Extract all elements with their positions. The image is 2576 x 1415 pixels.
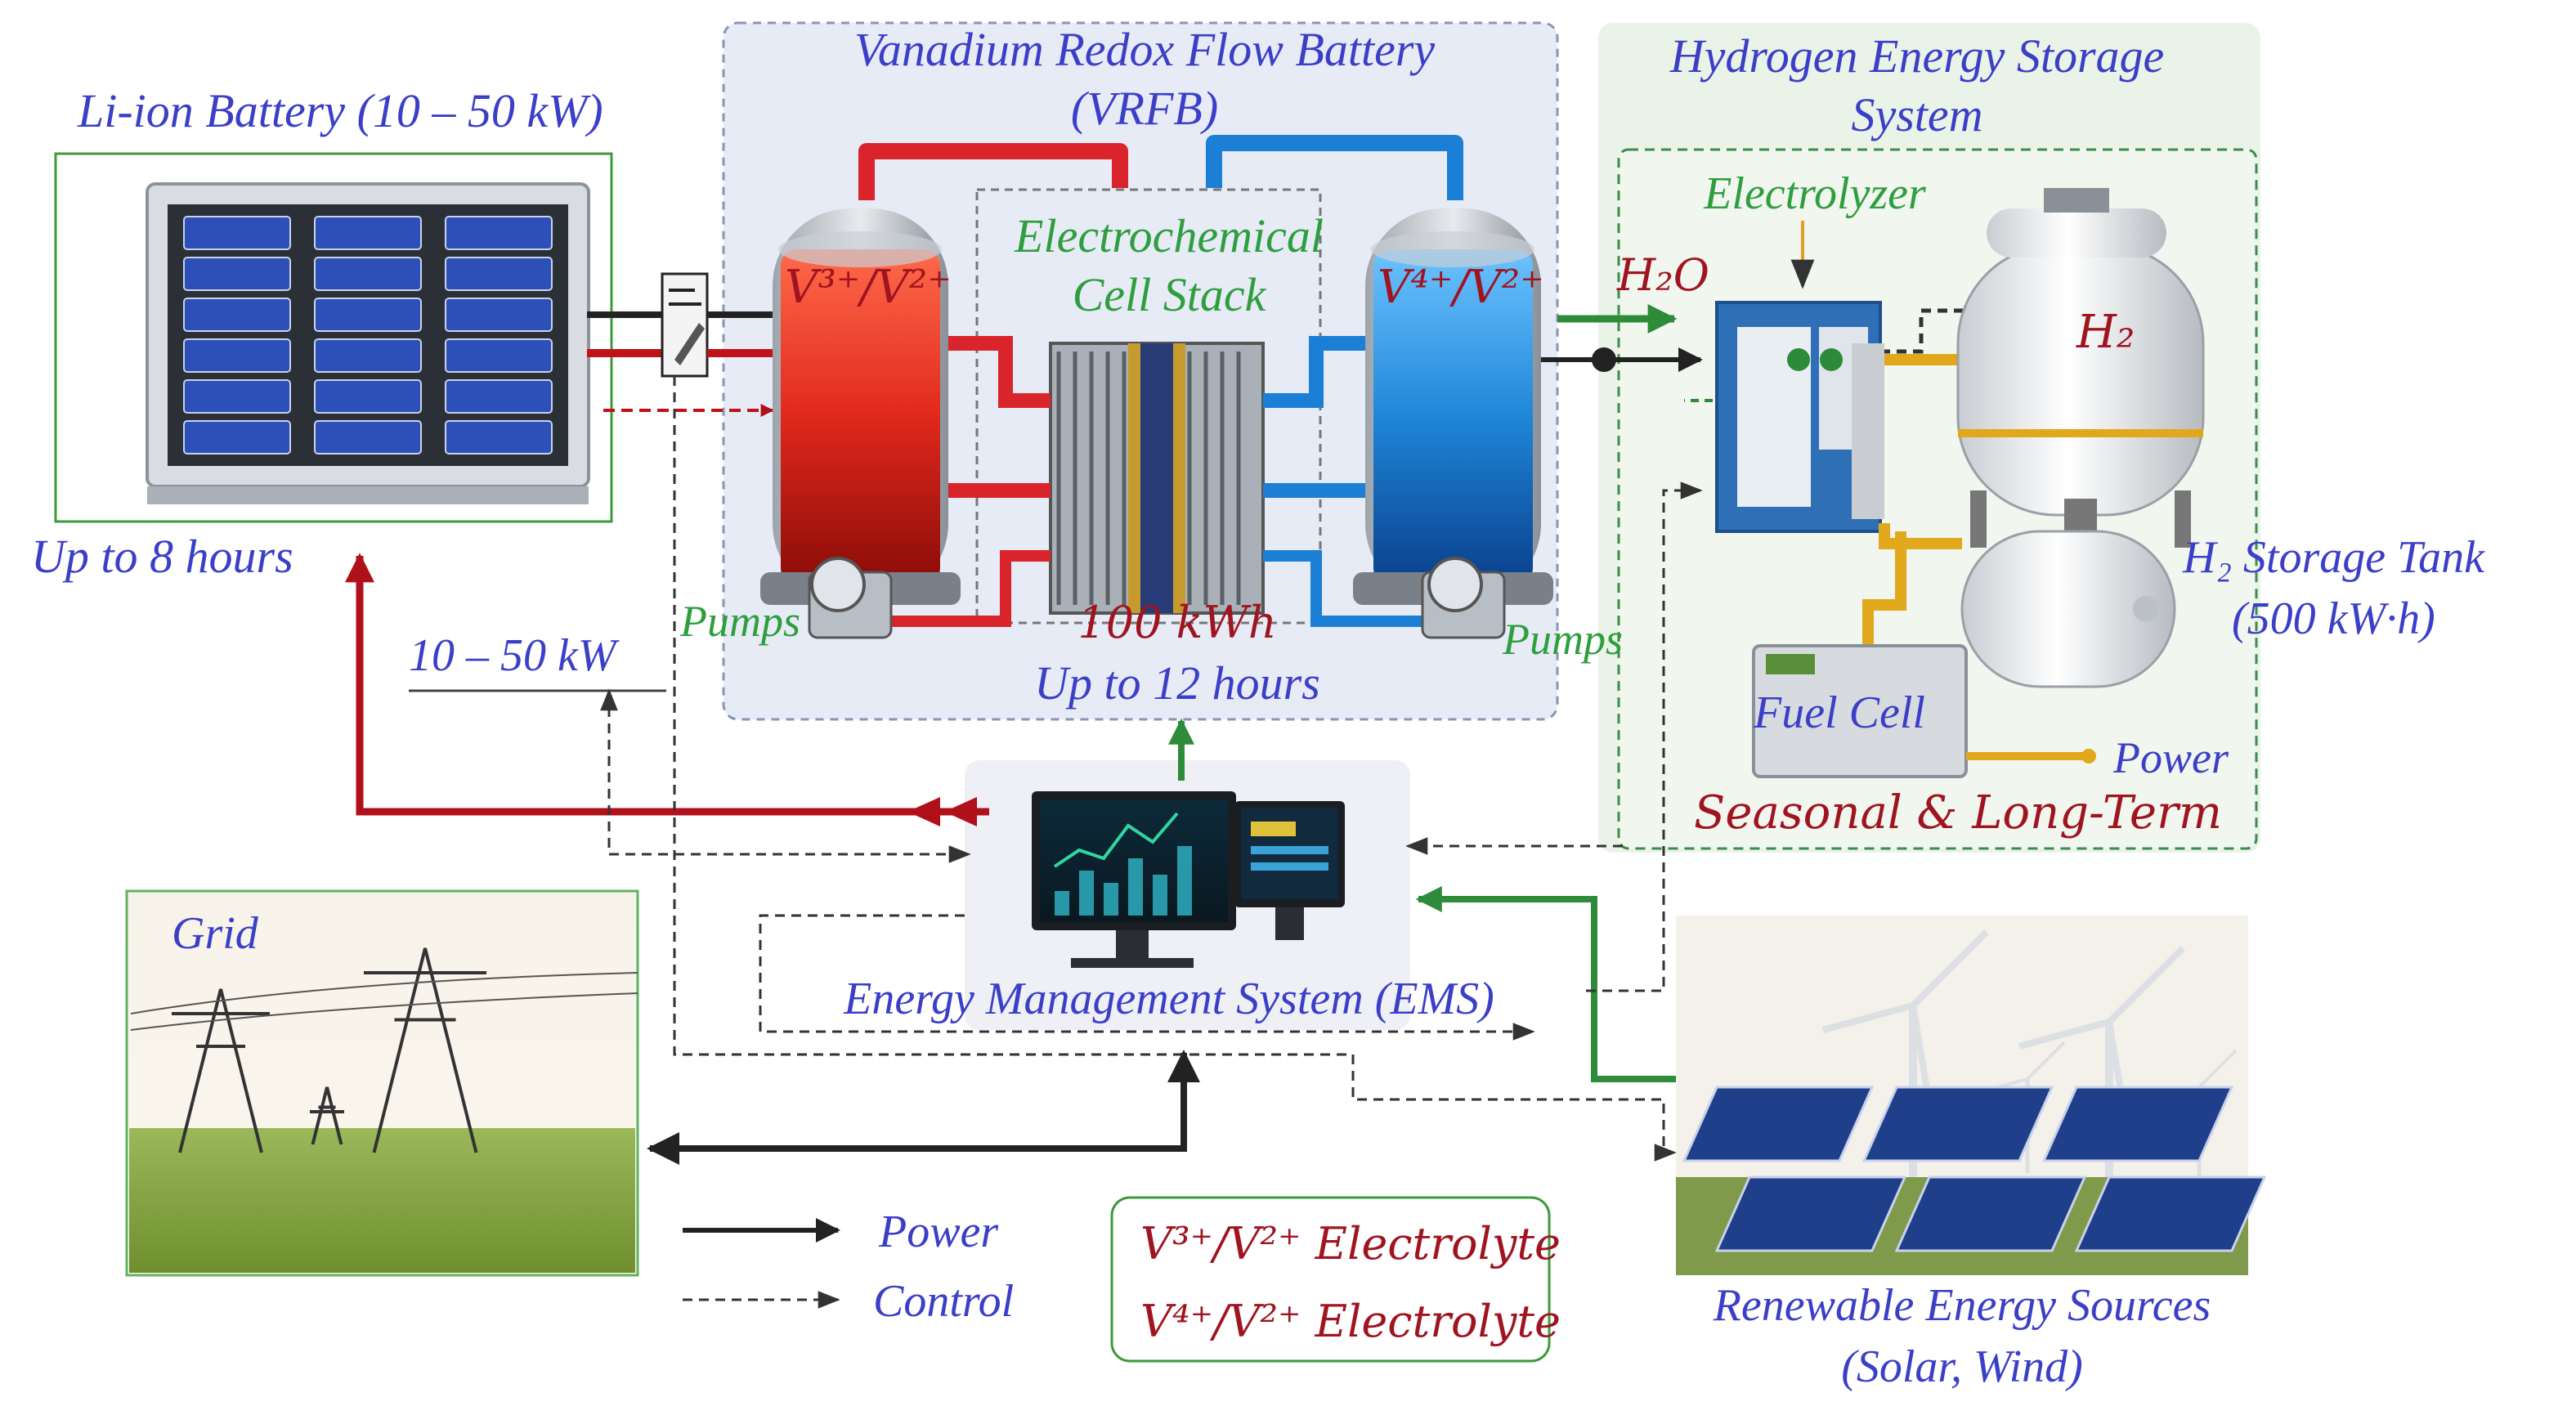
battery-module bbox=[314, 257, 422, 291]
battery-module bbox=[183, 298, 291, 332]
legend-control-label: Control bbox=[873, 1276, 1014, 1327]
battery-module bbox=[183, 338, 291, 373]
ems-screen-bar bbox=[1104, 883, 1118, 916]
battery-module bbox=[314, 298, 422, 332]
battery-module bbox=[445, 216, 553, 250]
battery-module bbox=[183, 379, 291, 414]
liion-title: Li-ion Battery (10 – 50 kW) bbox=[77, 84, 603, 137]
turbine-blade bbox=[2018, 1019, 2111, 1050]
solar-panel bbox=[1714, 1175, 1907, 1252]
battery-module bbox=[445, 338, 553, 373]
ems-screen-bar bbox=[1153, 875, 1167, 916]
h2-tank-label: H₂ bbox=[2076, 306, 2135, 359]
liion-power-rating: 10 – 50 kW bbox=[409, 630, 620, 681]
battery-module bbox=[314, 379, 422, 414]
ems-label: Energy Management System (EMS) bbox=[843, 974, 1494, 1024]
battery-module bbox=[445, 420, 553, 455]
battery-module bbox=[183, 216, 291, 250]
right-tank-label: V⁴⁺/V²⁺ bbox=[1378, 261, 1544, 314]
control-line-renewables bbox=[1586, 481, 1703, 992]
stack-label-line1: Electrochemical bbox=[1014, 209, 1324, 262]
left-tank-label: V³⁺/V²⁺ bbox=[785, 261, 952, 314]
turbine-blade bbox=[1821, 1002, 1915, 1033]
blue-top-pipe bbox=[1206, 135, 1463, 200]
water-label: H₂O bbox=[1616, 249, 1709, 301]
vrfb-duration: Up to 12 hours bbox=[1034, 656, 1320, 710]
power-converter-icon bbox=[587, 272, 785, 417]
fuel-cell-icon bbox=[1752, 523, 2096, 778]
renewables-line2: (Solar, Wind) bbox=[1841, 1341, 2083, 1392]
vrfb-title-line2: (VRFB) bbox=[1071, 82, 1218, 135]
left-pump-icon bbox=[808, 557, 893, 639]
battery-module bbox=[183, 257, 291, 291]
ems-screen-bar bbox=[1055, 891, 1069, 916]
control-line-ems-loop bbox=[759, 914, 1535, 1041]
ems-screen-bar bbox=[1177, 846, 1192, 916]
legend-electrolyte2: V⁴⁺/V²⁺ Electrolyte bbox=[1140, 1296, 1561, 1347]
solar-panel bbox=[2074, 1175, 2267, 1252]
solar-panel bbox=[1894, 1175, 2087, 1252]
electrolyzer-label: Electrolyzer bbox=[1703, 168, 1926, 219]
hydrogen-title-line1: Hydrogen Energy Storage bbox=[1669, 29, 2165, 83]
renewables-image bbox=[1676, 916, 2267, 1275]
turbine-blade bbox=[2197, 1049, 2238, 1089]
fuel-cell-label: Fuel Cell bbox=[1753, 687, 1925, 738]
pylon-icon bbox=[310, 1086, 344, 1145]
control-line-converter bbox=[673, 376, 1677, 1162]
stack-label-line2: Cell Stack bbox=[1073, 268, 1267, 321]
vrfb-capacity: 100 kWh bbox=[1077, 597, 1276, 648]
solar-panel bbox=[1861, 1086, 2054, 1162]
liion-duration: Up to 8 hours bbox=[31, 530, 293, 583]
battery-module bbox=[314, 420, 422, 455]
red-top-pipe bbox=[858, 143, 1128, 200]
battery-module bbox=[183, 420, 291, 455]
pylon-icon bbox=[364, 947, 486, 1153]
battery-module bbox=[445, 257, 553, 291]
battery-module bbox=[445, 379, 553, 414]
battery-module bbox=[445, 298, 553, 332]
storage-label-line1: H₂ Storage Tank bbox=[2182, 532, 2485, 583]
hydrogen-title-line2: System bbox=[1851, 88, 1982, 141]
seasonal-label: Seasonal & Long-Term bbox=[1694, 786, 2222, 840]
pylon-icon bbox=[172, 988, 270, 1153]
h2-tank-icon bbox=[1852, 188, 2205, 548]
liion-battery-cabinet bbox=[146, 182, 590, 504]
battery-module bbox=[314, 216, 422, 250]
ems-screen-bar bbox=[1128, 858, 1143, 916]
pumps-left-label: Pumps bbox=[679, 597, 800, 646]
storage-label-line2: (500 kW·h) bbox=[2232, 593, 2435, 644]
legend-power-label: Power bbox=[878, 1207, 998, 1257]
fuel-cell-power-label: Power bbox=[2112, 733, 2229, 782]
h2-storage-tank-icon bbox=[1960, 530, 2176, 688]
right-pump-icon bbox=[1421, 557, 1506, 639]
battery-module bbox=[314, 338, 422, 373]
grid-label: Grid bbox=[172, 908, 259, 959]
legend-electrolyte1: V³⁺/V²⁺ Electrolyte bbox=[1140, 1218, 1561, 1269]
solar-panel bbox=[1682, 1086, 1875, 1162]
electrolyte-legend-box bbox=[1110, 1196, 1551, 1363]
pumps-right-label: Pumps bbox=[1502, 615, 1623, 664]
turbine-blade bbox=[1911, 929, 1989, 1008]
ems-screen-bar bbox=[1079, 871, 1094, 916]
turbine-blade bbox=[2107, 946, 2185, 1024]
renewables-line1: Renewable Energy Sources bbox=[1713, 1280, 2211, 1331]
power-lines bbox=[130, 972, 638, 1031]
solar-panel bbox=[2041, 1086, 2234, 1162]
turbine-blade bbox=[2026, 1041, 2066, 1081]
ems-renewables-power-line bbox=[1415, 886, 1704, 1092]
ems-computer-icon bbox=[1032, 791, 1345, 968]
control-line-liion bbox=[600, 688, 971, 863]
grid-image bbox=[125, 889, 639, 1277]
grid-ems-power-line bbox=[647, 1050, 1200, 1165]
vrfb-title-line1: Vanadium Redox Flow Battery bbox=[854, 23, 1436, 76]
